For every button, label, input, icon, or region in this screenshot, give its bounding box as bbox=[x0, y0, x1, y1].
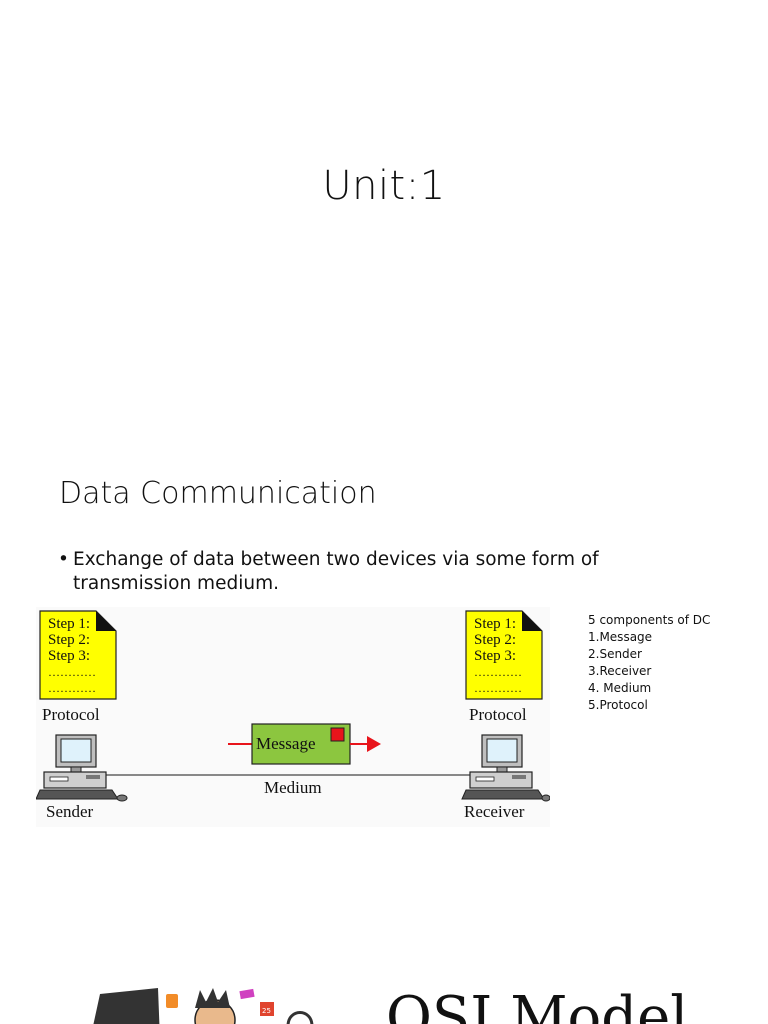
step-1: Step 1: bbox=[48, 616, 90, 632]
svg-text:25: 25 bbox=[262, 1007, 271, 1015]
laptop-icon bbox=[93, 988, 160, 1024]
component-item: 5.Protocol bbox=[588, 698, 648, 712]
osi-title: OSI Model bbox=[386, 985, 689, 1024]
slide-title: Unit:1 bbox=[322, 163, 446, 209]
step-3: Step 3: bbox=[474, 648, 516, 664]
receiver-label: Receiver bbox=[464, 802, 525, 821]
step-1: Step 1: bbox=[474, 616, 516, 632]
cup-icon bbox=[166, 994, 178, 1008]
bullet-point: • Exchange of data between two devices v… bbox=[58, 548, 718, 596]
step-dots-2: ………… bbox=[48, 681, 96, 695]
component-item: 1.Message bbox=[588, 630, 653, 644]
osi-illustration: 25 bbox=[93, 988, 314, 1024]
message-box: Message bbox=[251, 723, 351, 765]
headphones-icon bbox=[286, 1011, 314, 1024]
component-item: 3.Receiver bbox=[588, 664, 652, 678]
component-item: 2.Sender bbox=[588, 647, 642, 661]
arrow-head-icon bbox=[367, 736, 381, 752]
receiver-computer-icon bbox=[461, 734, 550, 802]
slide-heading: Data Communication bbox=[59, 476, 377, 511]
data-communication-diagram: Step 1: Step 2: Step 3: ………… ………… Protoc… bbox=[36, 607, 550, 827]
message-label: Message bbox=[256, 734, 315, 753]
slide-osi-model: 25 OSI Model bbox=[0, 940, 768, 1024]
step-2: Step 2: bbox=[48, 632, 90, 648]
components-list: 5 components of DC 1.Message 2.Sender 3.… bbox=[588, 612, 710, 714]
step-3: Step 3: bbox=[48, 648, 90, 664]
step-dots-1: ………… bbox=[474, 665, 522, 679]
protocol-note-right: Step 1: Step 2: Step 3: ………… ………… bbox=[465, 610, 543, 700]
components-heading: 5 components of DC bbox=[588, 613, 711, 627]
medium-label: Medium bbox=[264, 778, 322, 797]
step-dots-2: ………… bbox=[474, 681, 522, 695]
step-2: Step 2: bbox=[474, 632, 516, 648]
slide-unit-1: Unit:1 bbox=[0, 0, 768, 440]
calendar-icon bbox=[260, 1002, 274, 1016]
protocol-note-left: Step 1: Step 2: Step 3: ………… ………… bbox=[39, 610, 117, 700]
bullet-icon: • bbox=[58, 549, 69, 570]
bullet-text: Exchange of data between two devices via… bbox=[73, 549, 599, 594]
protocol-label-left: Protocol bbox=[42, 705, 100, 724]
slide-data-communication: Data Communication • Exchange of data be… bbox=[0, 440, 768, 940]
protocol-label-right: Protocol bbox=[469, 705, 527, 724]
sender-computer-icon bbox=[36, 734, 128, 802]
step-dots-1: ………… bbox=[48, 665, 96, 679]
component-item: 4. Medium bbox=[588, 681, 652, 695]
sender-label: Sender bbox=[46, 802, 94, 821]
